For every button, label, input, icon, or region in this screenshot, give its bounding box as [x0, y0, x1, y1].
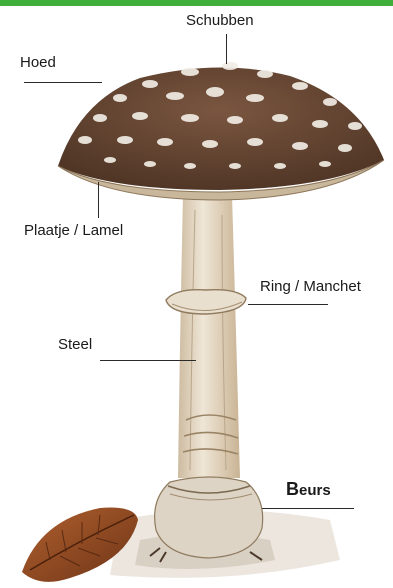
label-beurs: Beurs — [286, 480, 331, 500]
plaatje-lamel-leader — [98, 182, 99, 218]
steel-leader — [100, 360, 196, 361]
cap — [58, 62, 384, 200]
stem — [178, 195, 240, 478]
label-ring-manchet: Ring / Manchet — [260, 278, 361, 296]
ring-manchet-leader — [248, 304, 328, 305]
hoed-leader — [24, 82, 102, 83]
label-steel: Steel — [58, 336, 92, 354]
label-schubben: Schubben — [186, 12, 254, 30]
label-hoed: Hoed — [20, 54, 56, 72]
beurs-leader — [262, 508, 354, 509]
label-plaatje-lamel: Plaatje / Lamel — [24, 222, 123, 240]
schubben-leader — [226, 34, 227, 64]
